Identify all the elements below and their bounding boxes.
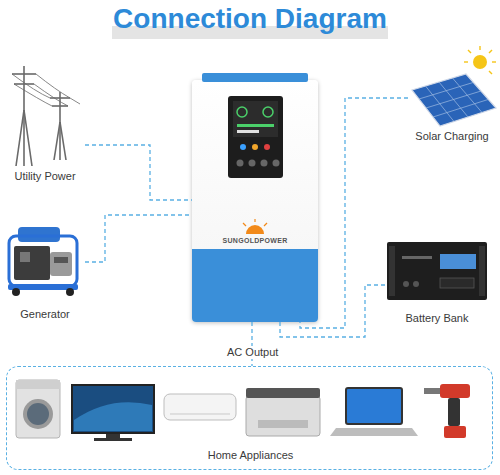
dashed-connector bbox=[85, 145, 192, 200]
node-label: Utility Power bbox=[5, 170, 85, 183]
node-label: Battery Bank bbox=[385, 312, 489, 325]
dashed-connector bbox=[85, 215, 192, 262]
battery-illustration bbox=[387, 242, 487, 300]
diagram-title: Connection Diagram bbox=[0, 2, 500, 36]
inverter-box: SUNGOLDPOWER bbox=[192, 80, 318, 322]
node-label: Solar Charging bbox=[408, 130, 496, 143]
dashed-connector bbox=[251, 322, 252, 366]
battery-bank-node: Battery Bank bbox=[385, 238, 489, 326]
appliance-illustrations bbox=[16, 380, 470, 441]
utility-pylons bbox=[12, 66, 80, 166]
connector-label: AC Output bbox=[225, 346, 280, 359]
solar-charging-node: Solar Charging bbox=[408, 52, 496, 144]
utility-power-node: Utility Power bbox=[5, 60, 85, 190]
appliances-group: Home Appliances bbox=[6, 366, 493, 470]
node-label: SUNGOLDPOWER bbox=[192, 236, 318, 245]
solar-panel-illustration bbox=[412, 46, 496, 126]
node-label: Generator bbox=[5, 308, 85, 321]
generator-illustration bbox=[8, 227, 78, 296]
generator-node: Generator bbox=[5, 222, 85, 320]
node-label: Home Appliances bbox=[7, 449, 494, 462]
